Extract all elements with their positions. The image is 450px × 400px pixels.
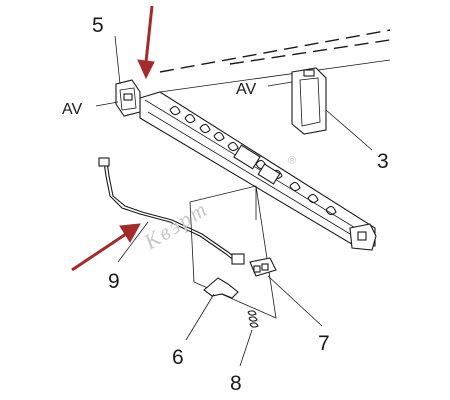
part-5-bracket	[114, 35, 141, 117]
label-part-6: 6	[172, 346, 184, 369]
rail-clips	[169, 105, 337, 216]
label-part-3: 3	[377, 150, 389, 173]
watermark-text: Квэрт	[139, 196, 213, 255]
av-left-leader	[95, 101, 119, 107]
arrow-top	[137, 5, 155, 80]
arrow-left	[71, 223, 141, 272]
label-av-left: AV	[62, 101, 82, 118]
label-av-right: AV	[236, 81, 256, 98]
av-right-leader	[267, 81, 293, 87]
subassembly-frame	[189, 185, 277, 319]
reference-dashed-lines	[159, 29, 391, 93]
part-7-connector	[249, 257, 323, 327]
part-6-lever	[185, 277, 239, 341]
label-part-8: 8	[230, 372, 242, 395]
rail-assembly	[139, 91, 377, 251]
part-9-wire-harness	[98, 157, 245, 265]
part-3-bracket	[291, 67, 373, 151]
label-part-5: 5	[92, 14, 104, 37]
label-part-9: 9	[108, 270, 120, 293]
part-8-spring	[239, 310, 259, 367]
watermark-registered-mark: ®	[288, 155, 296, 167]
label-part-7: 7	[318, 332, 330, 355]
